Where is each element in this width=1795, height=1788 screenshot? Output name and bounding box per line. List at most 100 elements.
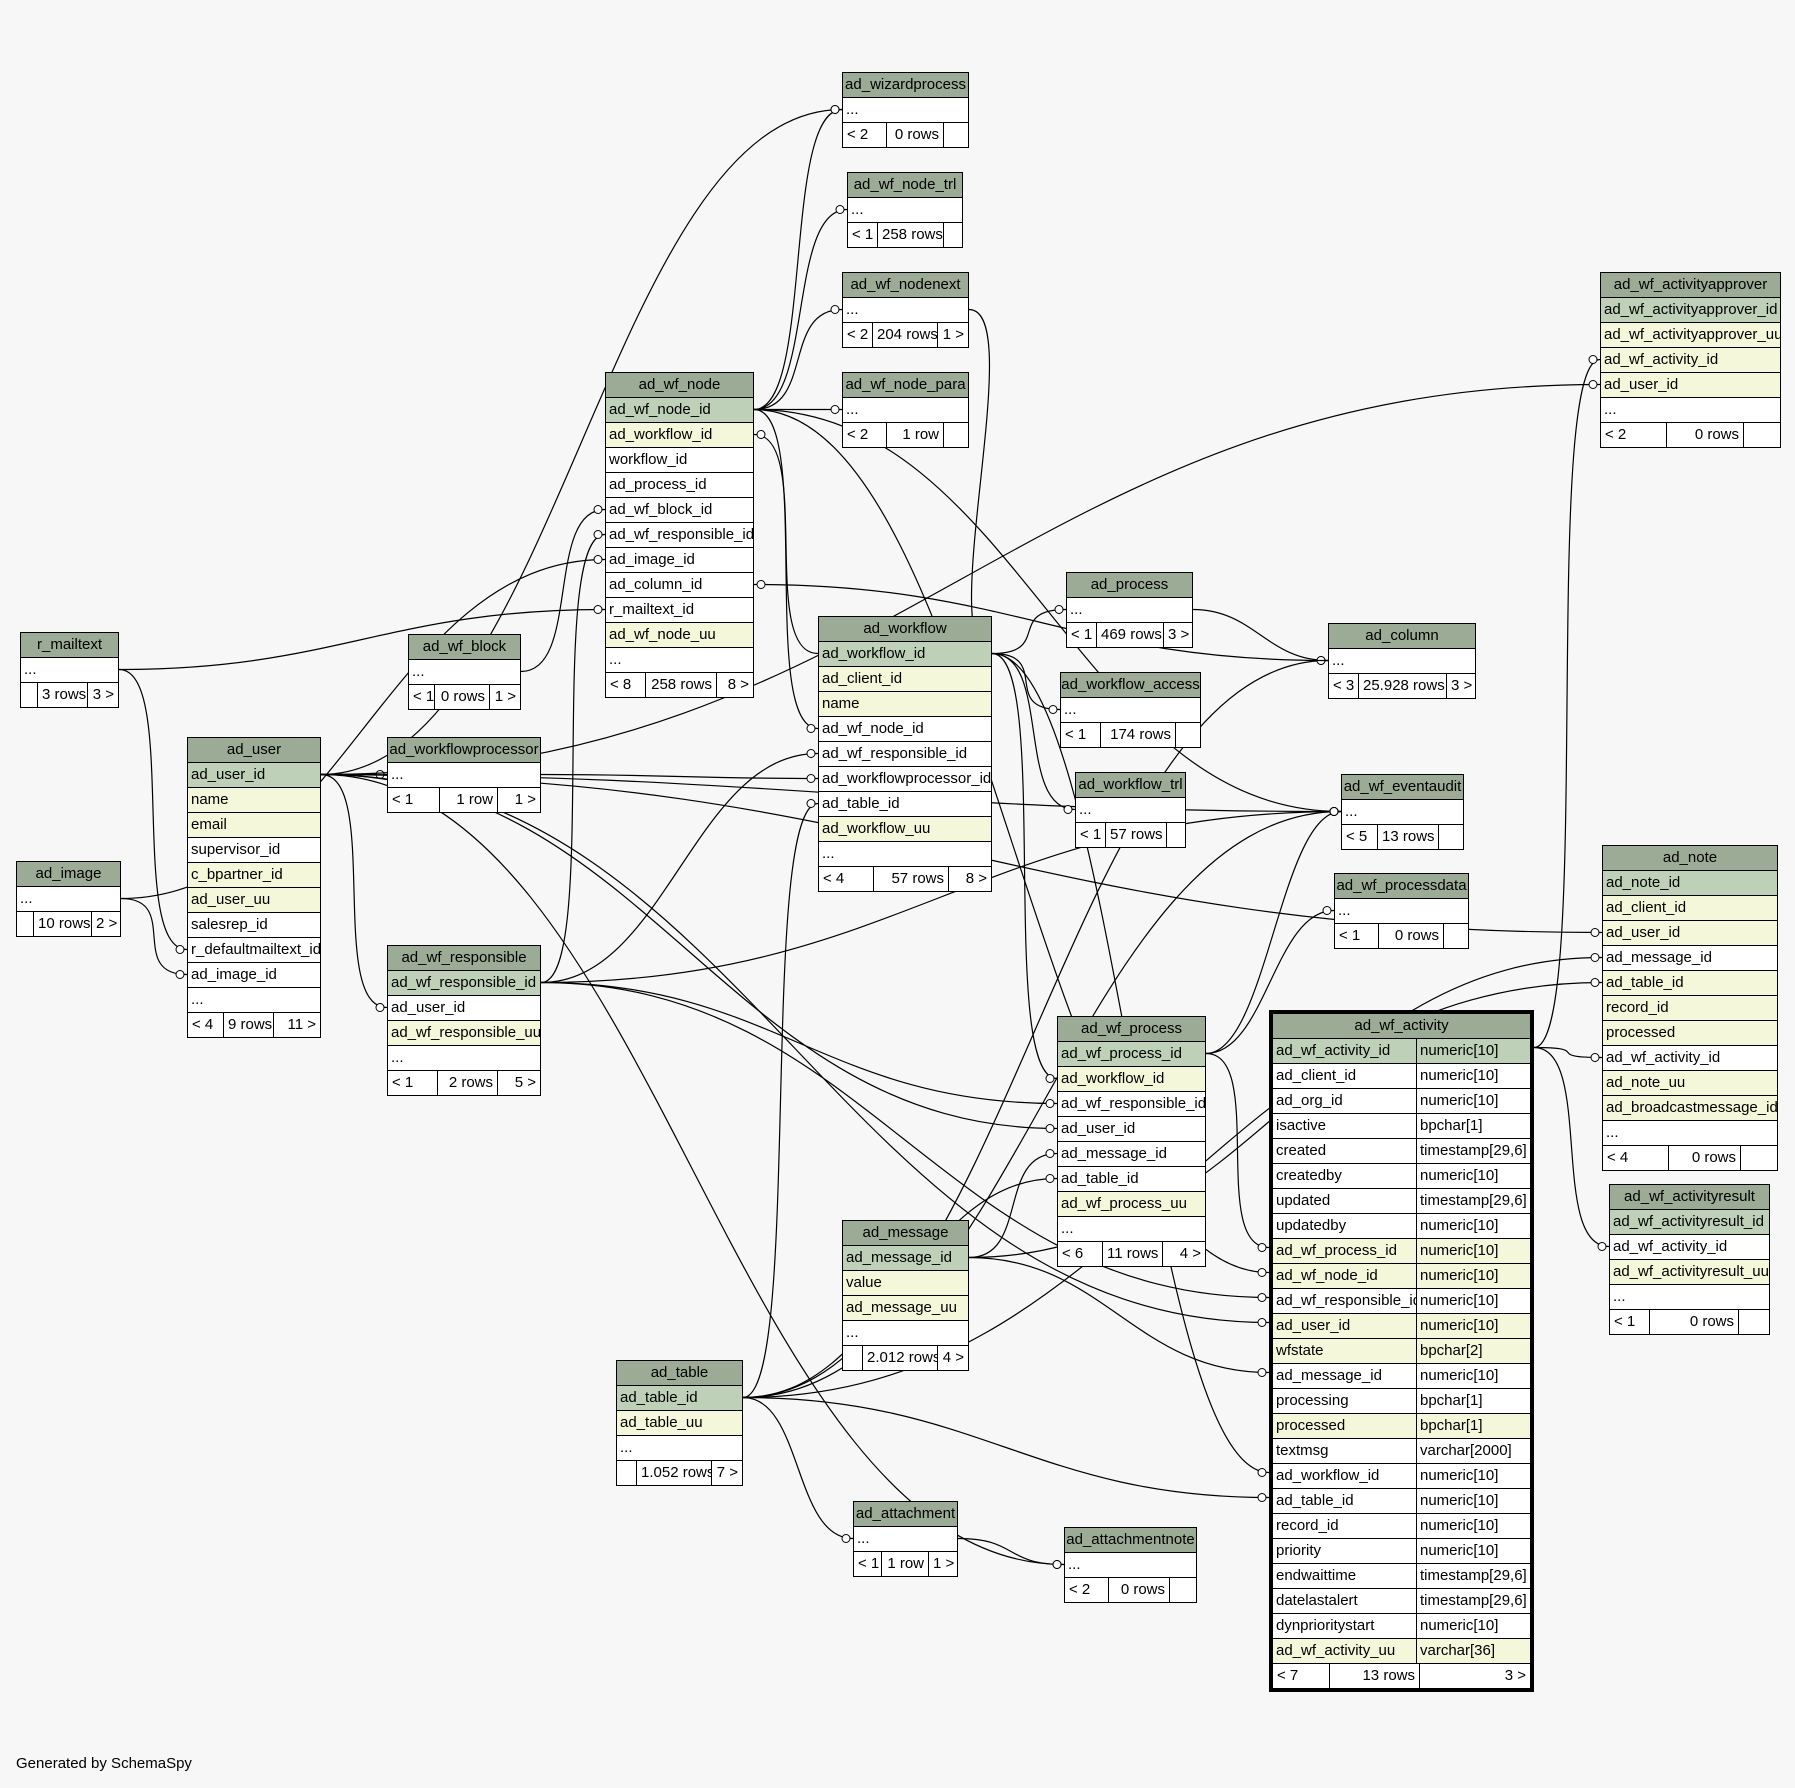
children-link[interactable]: 1 > <box>514 791 536 808</box>
children-link[interactable] <box>1744 423 1780 447</box>
table-title[interactable]: ad_wf_nodenext <box>843 273 968 298</box>
parents-link[interactable]: < 1 <box>1061 723 1101 747</box>
children-link[interactable]: 11 > <box>287 1016 317 1033</box>
parents-link[interactable] <box>843 1346 863 1370</box>
children-link[interactable]: 7 > <box>716 1464 738 1481</box>
children-link[interactable]: 8 > <box>727 676 749 693</box>
children-link[interactable] <box>1176 723 1200 747</box>
parents-link[interactable] <box>617 1461 637 1485</box>
parents-link[interactable]: < 1 <box>1610 1310 1650 1334</box>
table-title[interactable]: ad_workflow <box>819 617 991 642</box>
children-link[interactable]: 3 > <box>1168 626 1190 643</box>
table-title[interactable]: ad_message <box>843 1221 968 1246</box>
parents-link[interactable]: < 6 <box>1058 1242 1103 1266</box>
parents-link[interactable]: < 1 <box>1076 823 1106 847</box>
table-title[interactable]: ad_user <box>188 738 320 763</box>
parents-link[interactable]: < 4 <box>1603 1146 1669 1170</box>
parents-link[interactable]: < 1 <box>1067 623 1097 647</box>
table-title[interactable]: ad_wf_responsible <box>388 946 540 971</box>
table-title[interactable]: ad_workflowprocessor <box>388 738 540 763</box>
parents-link[interactable]: < 7 <box>1273 1664 1330 1688</box>
table-title[interactable]: ad_column <box>1329 624 1475 649</box>
parents-link[interactable]: < 4 <box>819 867 874 891</box>
parents-link[interactable] <box>21 683 38 707</box>
children-link[interactable] <box>1170 1578 1196 1602</box>
table-title[interactable]: ad_note <box>1603 846 1777 871</box>
parents-link[interactable]: < 2 <box>843 423 887 447</box>
table-title[interactable]: ad_wf_processdata <box>1335 874 1468 899</box>
parents-link[interactable]: < 2 <box>843 123 887 147</box>
parents-link[interactable]: < 1 <box>854 1552 882 1576</box>
children-link[interactable]: 3 > <box>1451 677 1473 694</box>
table-title[interactable]: ad_wf_activity <box>1273 1014 1530 1039</box>
parents-link[interactable]: < 1 <box>388 1071 438 1095</box>
children-link[interactable] <box>1439 825 1463 849</box>
children-link[interactable]: 3 > <box>92 686 114 703</box>
children-link[interactable] <box>944 423 968 447</box>
parents-link[interactable]: < 2 <box>1601 423 1667 447</box>
table-title[interactable]: ad_attachmentnote <box>1065 1528 1196 1553</box>
children-link[interactable] <box>1444 924 1468 948</box>
table-title[interactable]: ad_workflow_trl <box>1076 773 1185 798</box>
parents-link[interactable]: < 1 <box>848 223 878 247</box>
children-link[interactable]: 8 > <box>965 870 987 887</box>
table-title[interactable]: ad_wf_eventaudit <box>1342 775 1463 800</box>
parents-link[interactable]: < 1 <box>409 685 435 709</box>
children-link[interactable] <box>1741 1146 1777 1170</box>
parents-link[interactable]: < 5 <box>1342 825 1378 849</box>
table-title[interactable]: ad_table <box>617 1361 742 1386</box>
children-link[interactable]: 3 > <box>1504 1667 1526 1684</box>
table-title[interactable]: ad_wf_activityapprover <box>1601 273 1780 298</box>
table-title[interactable]: ad_wizardprocess <box>843 73 968 98</box>
table-title[interactable]: r_mailtext <box>21 633 118 658</box>
children-link[interactable]: 1 > <box>494 688 516 705</box>
parents-link[interactable]: < 8 <box>606 673 646 697</box>
children-link[interactable]: 4 > <box>1179 1245 1201 1262</box>
parents-link[interactable]: < 2 <box>1065 1578 1109 1602</box>
table-title[interactable]: ad_wf_node_trl <box>848 173 962 198</box>
table-title[interactable]: ad_image <box>17 862 120 887</box>
children-link[interactable]: 2 > <box>96 915 118 932</box>
table-title[interactable]: ad_wf_block <box>409 635 520 660</box>
table-title[interactable]: ad_workflow_access <box>1061 673 1200 698</box>
children-link[interactable] <box>944 123 968 147</box>
parents-link[interactable]: < 2 <box>843 323 873 347</box>
children-link[interactable]: 1 > <box>942 326 964 343</box>
table-title[interactable]: ad_wf_node <box>606 373 753 398</box>
table-title[interactable]: ad_wf_process <box>1058 1017 1205 1042</box>
parents-link[interactable]: < 1 <box>388 788 440 812</box>
table-title[interactable]: ad_wf_node_para <box>843 373 968 398</box>
children-link[interactable] <box>1167 823 1185 847</box>
table-title[interactable]: ad_attachment <box>854 1502 957 1527</box>
table-title[interactable]: ad_process <box>1067 573 1192 598</box>
children-link[interactable]: 1 > <box>933 1555 955 1572</box>
table-title[interactable]: ad_wf_activityresult <box>1610 1185 1769 1210</box>
children-link[interactable] <box>944 223 962 247</box>
children-link[interactable]: 5 > <box>514 1074 536 1091</box>
